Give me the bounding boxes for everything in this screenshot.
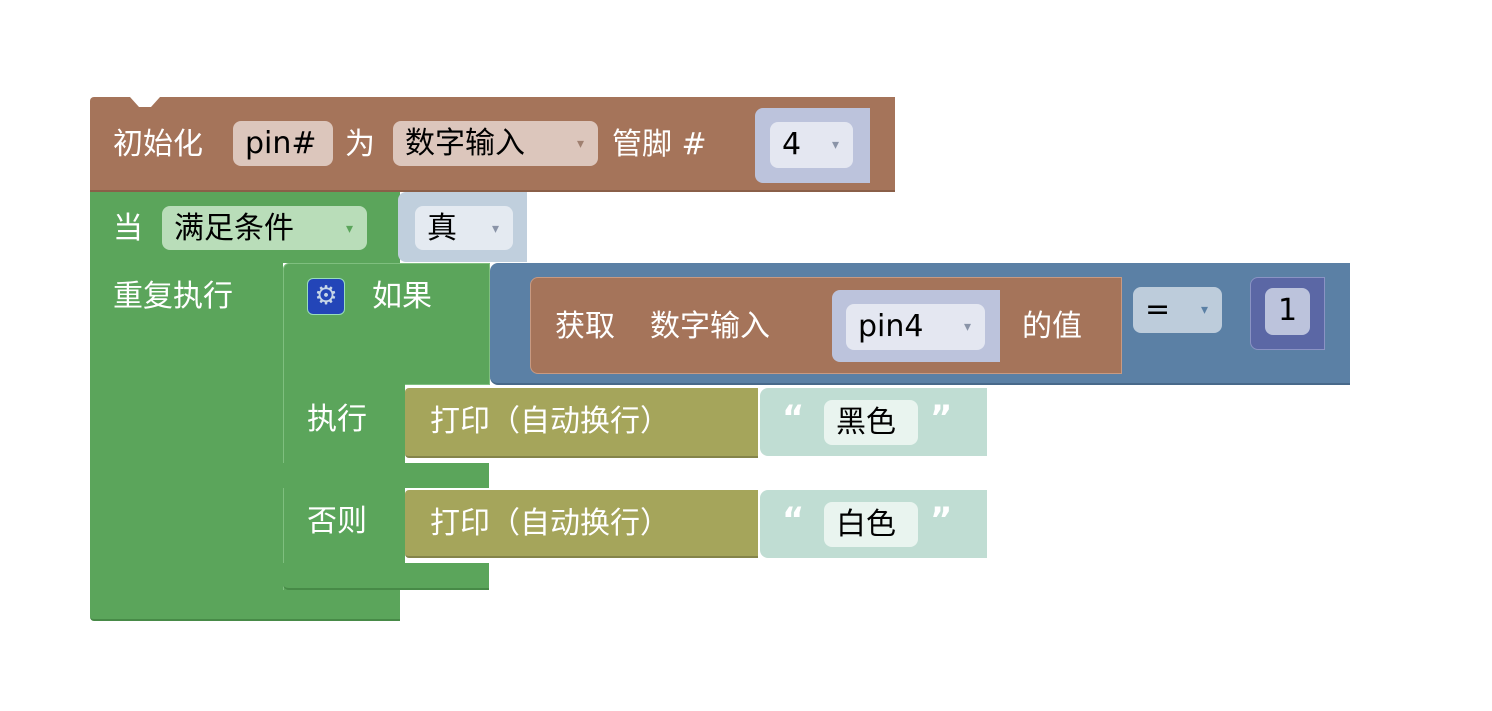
- init-label: 初始化: [113, 127, 203, 162]
- while-bottom-arm: [90, 590, 400, 621]
- text-value: 黑色: [836, 405, 896, 440]
- condition-mode-dropdown[interactable]: 满足条件 ▾: [162, 206, 367, 250]
- get-mode-label: 数字输入: [650, 309, 770, 344]
- gear-icon[interactable]: ⚙: [307, 278, 345, 315]
- then-label: 执行: [307, 402, 367, 437]
- operator-value: =: [1145, 292, 1171, 327]
- value-label: 的值: [1022, 309, 1082, 344]
- mode-value: 数字输入: [405, 126, 525, 161]
- close-quote-icon: ”: [930, 398, 953, 438]
- repeat-label: 重复执行: [113, 279, 233, 314]
- mode-dropdown[interactable]: 数字输入 ▾: [393, 121, 598, 166]
- chevron-down-icon: ▾: [345, 221, 353, 237]
- read-pin-dropdown[interactable]: pin4 ▾: [846, 304, 985, 350]
- chevron-down-icon: ▾: [491, 221, 499, 237]
- while-label: 当: [113, 211, 143, 246]
- text-field-then[interactable]: 黑色: [824, 400, 918, 445]
- condition-mode-value: 满足条件: [174, 211, 294, 246]
- operator-dropdown[interactable]: =▾: [1133, 287, 1222, 333]
- text-field-else[interactable]: 白色: [824, 502, 918, 547]
- chevron-down-icon: ▾: [576, 136, 584, 152]
- boolean-dropdown[interactable]: 真▾: [415, 206, 513, 250]
- print-label: 打印（自动换行）: [430, 506, 670, 541]
- chevron-down-icon: ▾: [831, 137, 839, 153]
- variable-field[interactable]: pin#: [233, 121, 333, 166]
- pin-number-dropdown[interactable]: 4▾: [770, 122, 853, 168]
- get-label: 获取: [555, 309, 615, 344]
- variable-name: pin#: [245, 126, 317, 161]
- chevron-down-icon: ▾: [1200, 302, 1208, 318]
- read-pin-value: pin4: [858, 309, 924, 344]
- print-label: 打印（自动换行）: [430, 404, 670, 439]
- pin-label: 管脚 #: [612, 127, 707, 162]
- number-value: 1: [1278, 293, 1298, 328]
- if-middle-arm: [283, 463, 489, 488]
- as-label: 为: [345, 127, 375, 162]
- digital-read-block[interactable]: [530, 277, 1122, 374]
- block-notch: [130, 97, 160, 107]
- open-quote-icon: “: [782, 398, 805, 438]
- print-block-else[interactable]: [405, 490, 758, 558]
- if-label: 如果: [372, 279, 432, 314]
- boolean-value: 真: [427, 211, 457, 246]
- chevron-down-icon: ▾: [963, 319, 971, 335]
- text-value: 白色: [836, 507, 896, 542]
- print-block-then[interactable]: [405, 388, 758, 458]
- number-field[interactable]: 1: [1265, 288, 1310, 335]
- open-quote-icon: “: [782, 500, 805, 540]
- else-label: 否则: [307, 504, 367, 539]
- while-spine: [90, 262, 283, 598]
- pin-number-value: 4: [782, 127, 802, 162]
- close-quote-icon: ”: [930, 500, 953, 540]
- if-bottom-arm: [283, 563, 489, 590]
